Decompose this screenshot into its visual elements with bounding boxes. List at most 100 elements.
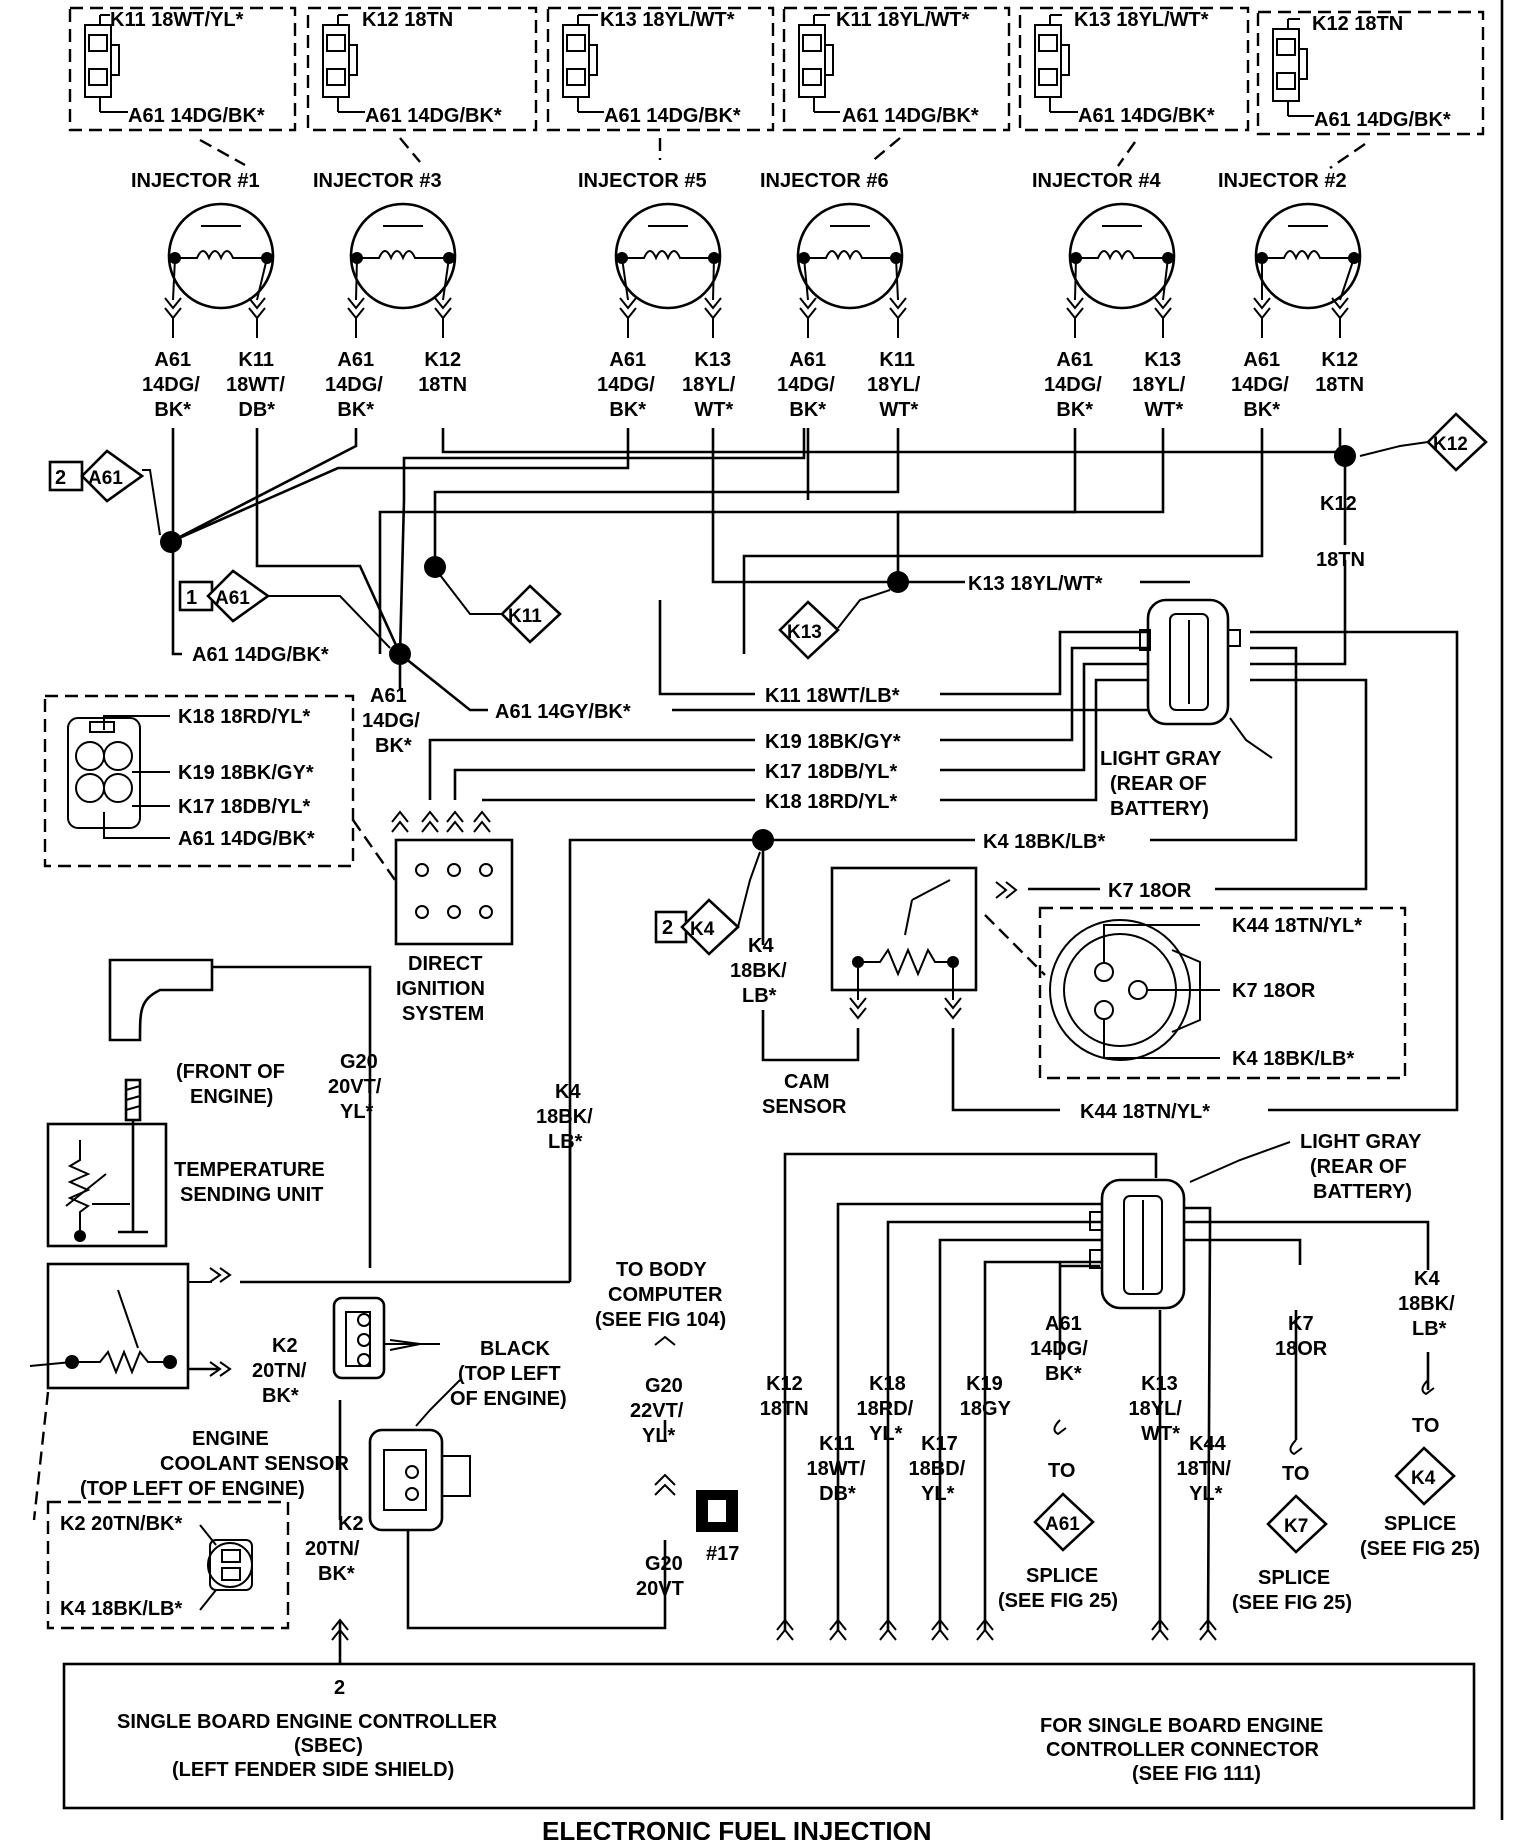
svg-text:A61: A61 (88, 468, 123, 489)
injector-wire-label: 14DG/ (142, 374, 200, 396)
label-k12-vert: K12 (1320, 493, 1357, 515)
svg-text:YL*: YL* (642, 1425, 676, 1447)
bottom-wire-label: WT* (1141, 1423, 1180, 1445)
svg-text:2: 2 (662, 917, 673, 939)
bottom-wire-label: 18BD/ (909, 1458, 966, 1480)
svg-text:BATTERY): BATTERY) (1313, 1181, 1412, 1203)
injector-wire-label: 14DG/ (597, 374, 655, 396)
svg-text:20TN/: 20TN/ (252, 1360, 307, 1382)
cam-pin-k7: K7 18OR (1232, 980, 1316, 1002)
connector-2-bottom-label: A61 14DG/BK* (1314, 109, 1451, 131)
svg-text:CONTROLLER CONNECTOR: CONTROLLER CONNECTOR (1046, 1739, 1320, 1761)
label-g20-20: G20 (645, 1553, 683, 1575)
injector-wire-label: BK* (1243, 399, 1280, 421)
svg-text:20VT/: 20VT/ (328, 1076, 382, 1098)
svg-text:COOLANT SENSOR: COOLANT SENSOR (160, 1453, 349, 1475)
injector-wire-label: 14DG/ (1231, 374, 1289, 396)
injector-wire-label: BK* (609, 399, 646, 421)
connector-2-top-label: K12 18TN (1312, 13, 1403, 35)
injector-body (614, 202, 722, 310)
svg-text:18BK/: 18BK/ (1398, 1293, 1455, 1315)
label-k2-vert2: K2 (338, 1513, 364, 1535)
svg-text:ENGINE): ENGINE) (190, 1086, 273, 1108)
connector-4-bottom-label: A61 14DG/BK* (1078, 105, 1215, 127)
label-a61-vert-1: A61 (370, 685, 407, 707)
bottom-wire-label: K17 (921, 1433, 958, 1455)
svg-text:14DG/: 14DG/ (1030, 1338, 1088, 1360)
connector-5-bottom-label: A61 14DG/BK* (604, 105, 741, 127)
svg-text:ENGINE: ENGINE (192, 1428, 269, 1450)
wire-labels: A61 14DG/BK* A61 14GY/BK* A61 14DG/ BK* … (192, 493, 1365, 1600)
cam-connector: K44 18TN/YL* K7 18OR K4 18BK/LB* (1038, 906, 1407, 1080)
cam-pin-k4: K4 18BK/LB* (1232, 1048, 1354, 1070)
sbec-controller: 2 SINGLE BOARD ENGINE CONTROLLER (SBEC) … (62, 1618, 1476, 1810)
label-k7: K7 18OR (1108, 880, 1192, 902)
injector-wire-label: WT* (1144, 399, 1183, 421)
label-k19: K19 18BK/GY* (765, 731, 901, 753)
dis-pin-k17: K17 18DB/YL* (178, 796, 310, 818)
front-of-engine: (FRONT OF ENGINE) (108, 958, 285, 1108)
svg-text:BK*: BK* (1045, 1363, 1082, 1385)
injector-wire-label: BK* (789, 399, 826, 421)
svg-text:SPLICE: SPLICE (1026, 1565, 1098, 1587)
svg-text:OF ENGINE): OF ENGINE) (450, 1388, 567, 1410)
injector-wire-label: 14DG/ (325, 374, 383, 396)
injector-name: INJECTOR #6 (760, 170, 889, 192)
connector-5-top-label: K13 18YL/WT* (600, 9, 735, 31)
splice-ref-k4: K4 18BK/ LB* TO K4 SPLICE (SEE FIG 25) (1360, 1268, 1480, 1560)
svg-text:(LEFT FENDER SIDE SHIELD): (LEFT FENDER SIDE SHIELD) (172, 1759, 454, 1781)
svg-text:K7: K7 (1288, 1313, 1314, 1335)
bottom-wire-label: DB* (819, 1483, 856, 1505)
bottom-wire-label: K44 (1189, 1433, 1227, 1455)
harness-wires (169, 428, 1459, 1670)
svg-text:LB*: LB* (742, 985, 777, 1007)
svg-text:CAM: CAM (784, 1071, 830, 1093)
temperature-sending-unit: TEMPERATURE SENDING UNIT (46, 1078, 325, 1248)
injector-name: INJECTOR #4 (1032, 170, 1161, 192)
splice-tag-k12: K12 (1359, 412, 1488, 472)
injector-wire-label: 18YL/ (867, 374, 921, 396)
injector-wire-label: A61 (1056, 349, 1093, 371)
svg-text:(REAR OF: (REAR OF (1310, 1156, 1407, 1178)
splice-tag-k4-2: 2 K4 (654, 851, 761, 956)
svg-text:14DG/: 14DG/ (362, 710, 420, 732)
bottom-wire-label: 18TN (760, 1398, 809, 1420)
label-k4-vert: K4 (748, 935, 774, 957)
injector-name: INJECTOR #1 (131, 170, 260, 192)
svg-text:20TN/: 20TN/ (305, 1538, 360, 1560)
injector-connector-2: K12 18TN A61 14DG/BK* (1256, 10, 1485, 136)
injectors: INJECTOR #1A6114DG/BK*K1118WT/DB*INJECTO… (131, 170, 1364, 421)
k2-connector (332, 1296, 440, 1380)
svg-text:TO: TO (1412, 1415, 1439, 1437)
injector-connector-1: K11 18WT/YL* A61 14DG/BK* (68, 6, 297, 132)
injector-wire-label: 14DG/ (1044, 374, 1102, 396)
svg-text:K13: K13 (787, 622, 822, 643)
engine-coolant-sensor: ENGINE COOLANT SENSOR (TOP LEFT OF ENGIN… (29, 1262, 349, 1521)
label-a61-main: A61 14DG/BK* (192, 644, 329, 666)
injector-wire-label: K12 (1321, 349, 1358, 371)
injector-body (167, 202, 275, 310)
svg-text:(TOP LEFT OF ENGINE): (TOP LEFT OF ENGINE) (80, 1478, 305, 1500)
splice-tag-a61-2: 2 A61 (48, 449, 161, 536)
svg-text:BK*: BK* (375, 735, 412, 757)
injector-body (796, 202, 904, 310)
bottom-wire-label: 18RD/ (857, 1398, 914, 1420)
svg-text:#17: #17 (706, 1543, 739, 1565)
svg-text:20VT: 20VT (636, 1578, 684, 1600)
injector-connector-3: K12 18TN A61 14DG/BK* (306, 6, 538, 132)
svg-text:K7: K7 (1284, 1516, 1308, 1537)
svg-text:18TN: 18TN (1316, 549, 1365, 571)
dis-connector: K18 18RD/YL* K19 18BK/GY* K17 18DB/YL* A… (43, 694, 396, 881)
body-computer-ref: TO BODY COMPUTER (SEE FIG 104) (595, 1259, 726, 1496)
coolant-connector: K2 20TN/BK* K4 18BK/LB* (46, 1500, 290, 1630)
injector-wire-label: BK* (1056, 399, 1093, 421)
label-k4: K4 18BK/LB* (983, 831, 1105, 853)
injector-wire-label: 14DG/ (777, 374, 835, 396)
svg-text:18BK/: 18BK/ (730, 960, 787, 982)
